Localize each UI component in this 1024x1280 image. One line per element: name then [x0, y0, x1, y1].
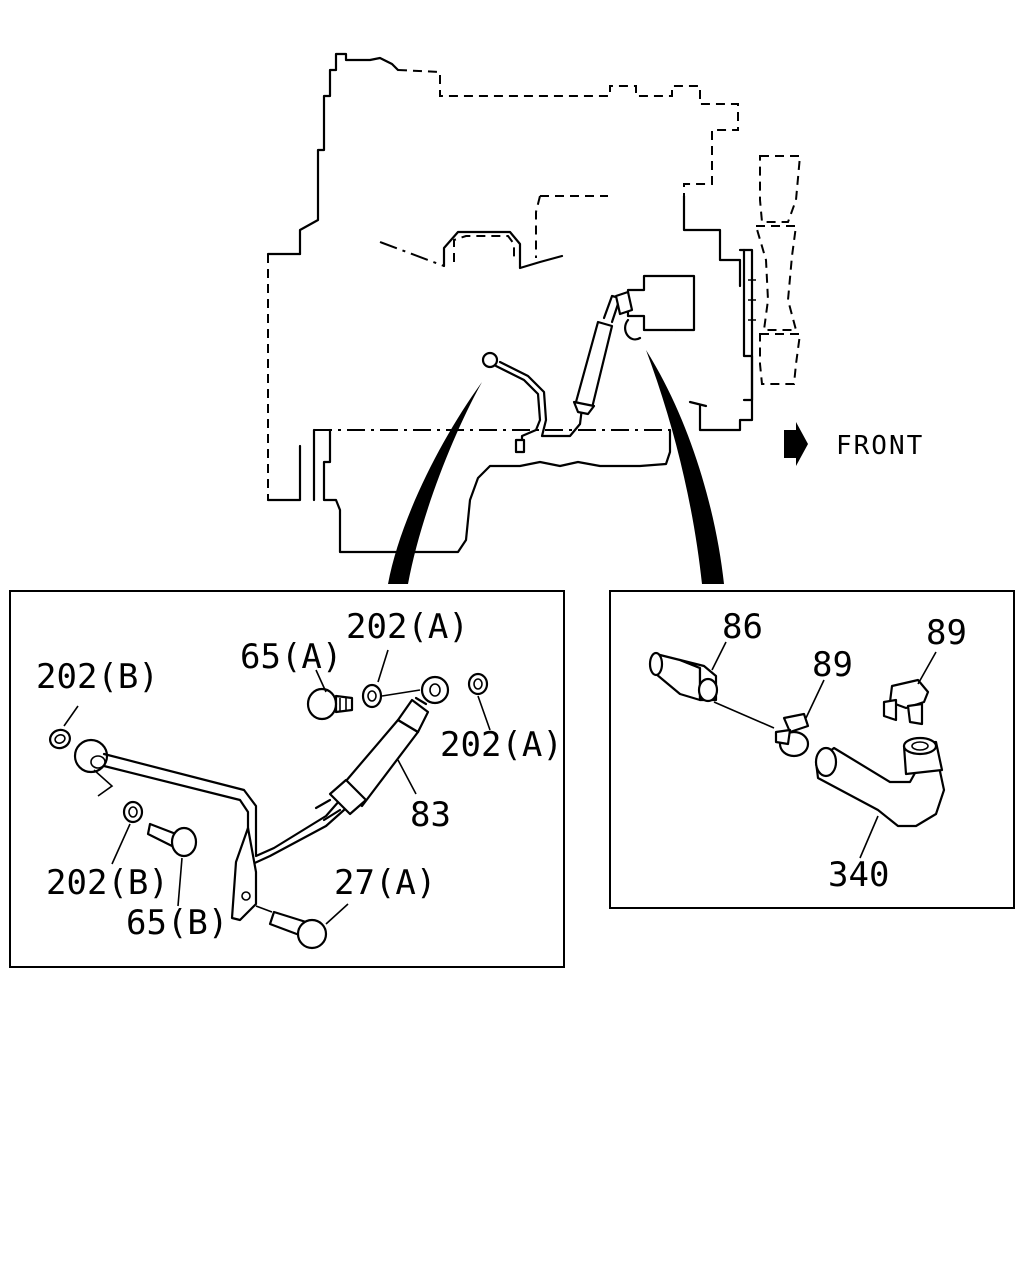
- front-arrow-icon: [784, 422, 808, 466]
- callout-65A: 65(A): [240, 637, 342, 677]
- right-detail-panel: 86 89 89 340: [609, 590, 1015, 909]
- callout-202A-right: 202(A): [440, 725, 563, 765]
- callout-340: 340: [828, 855, 889, 895]
- callout-86: 86: [722, 607, 763, 647]
- callout-65B: 65(B): [126, 903, 228, 943]
- left-detail-pointer: [388, 382, 482, 584]
- front-label: FRONT: [836, 431, 924, 461]
- right-detail-pointer: [646, 350, 724, 584]
- installed-oil-pipe: [481, 274, 696, 454]
- callout-27A: 27(A): [334, 863, 436, 903]
- callout-202A-top: 202(A): [346, 607, 469, 647]
- callout-89-mid: 89: [812, 645, 853, 685]
- cooling-fan: [742, 155, 802, 402]
- left-detail-panel: 202(B) 65(A) 202(A) 202(A) 83 202(B) 65(…: [9, 590, 565, 968]
- callout-202B-bottom: 202(B): [46, 863, 169, 903]
- callout-202B-top: 202(B): [36, 657, 159, 697]
- front-indicator: FRONT: [784, 422, 924, 466]
- callout-83: 83: [410, 795, 451, 835]
- callout-89-top: 89: [926, 613, 967, 653]
